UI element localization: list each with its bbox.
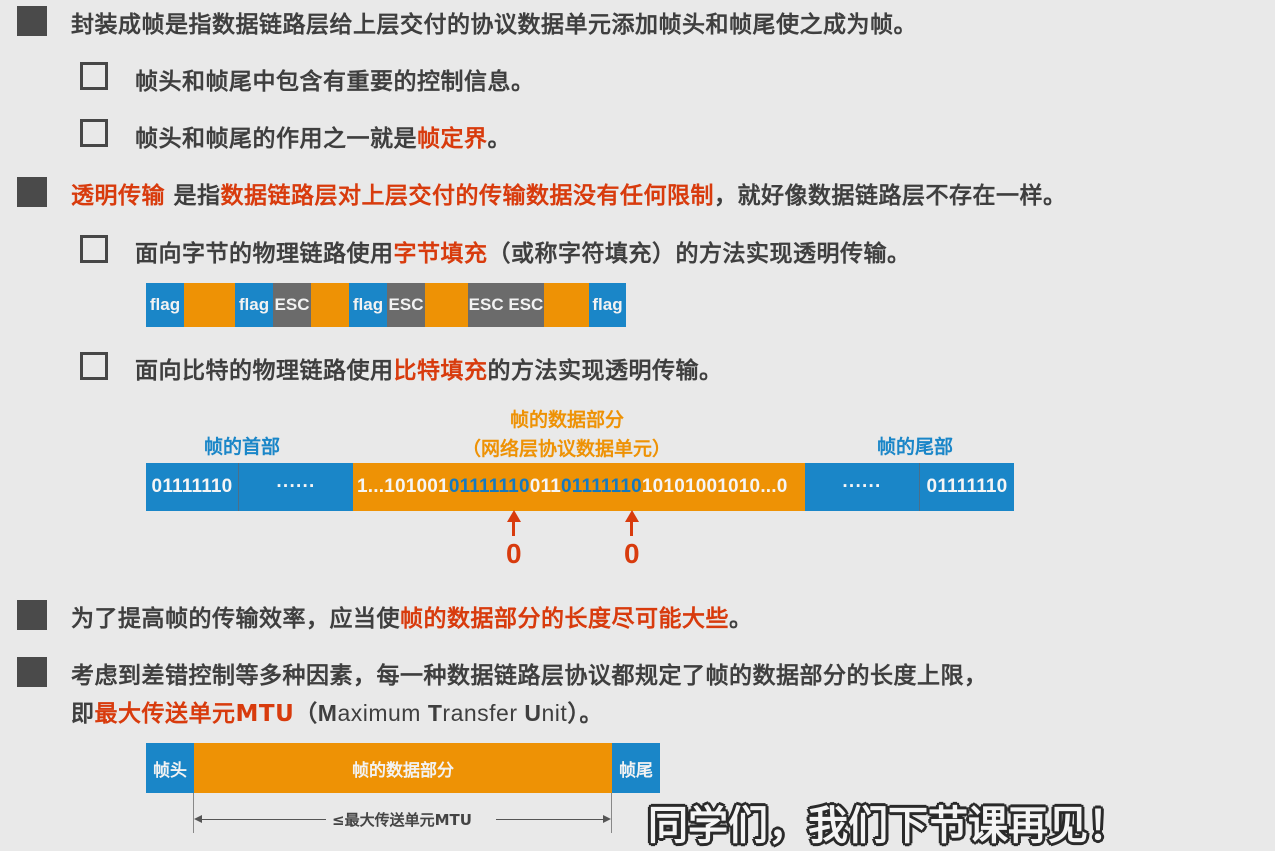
checkbox-bullet-icon [80,62,108,90]
text-segment: 为了提高帧的传输效率，应当使 [71,606,400,632]
text-segment: ，就好像数据链路层不存在一样。 [714,183,1067,209]
checkbox-bullet-icon [80,119,108,147]
byte-cell-data [544,283,589,327]
header-dots-cell: ······ [239,463,353,511]
frame-data-label: 帧的数据部分 [510,409,625,431]
dimension-line-left [196,819,326,820]
bullet-mtu-limit: 考虑到差错控制等多种因素，每一种数据链路层协议都规定了帧的数据部分的长度上限， [71,656,988,690]
text-segment: 的方法实现透明传输。 [487,358,723,384]
byte-cell-flag: flag [349,283,387,327]
text-segment: （或称字符填充）的方法实现透明传输。 [487,241,911,267]
bullet-mtu-definition: 即最大传送单元MTU（Maximum Transfer Unit）。 [71,700,603,727]
end-flag-cell: 01111110 [920,463,1014,511]
byte-cell-data [311,283,349,327]
text-segment: 字节填充 [393,241,488,267]
square-bullet-icon [17,600,47,630]
video-subtitle: 同学们，我们下节课再见！ [648,803,1128,849]
bullet-byte-stuffing: 面向字节的物理链路使用字节填充（或称字符填充）的方法实现透明传输。 [135,234,911,268]
bullet-efficiency: 为了提高帧的传输效率，应当使帧的数据部分的长度尽可能大些。 [71,599,753,633]
data-bits-segment: 1...101001 [357,476,449,497]
text-segment: 比特填充 [393,358,488,384]
bullet-framing-definition: 封装成帧是指数据链路层给上层交付的协议数据单元添加帧头和帧尾使之成为帧。 [71,5,917,39]
bullet-frame-delimiting: 帧头和帧尾的作用之一就是帧定界。 [135,119,511,153]
byte-cell-flag: flag [146,283,184,327]
byte-cell-esc-esc: ESC ESC [468,283,544,327]
text-segment: 。 [729,606,753,632]
frame-trailer-label: 帧的尾部 [877,436,954,458]
checkbox-bullet-icon [80,352,108,380]
inserted-bit-2: 0 [624,538,640,569]
text-segment: 透明传输 [71,183,165,209]
byte-cell-flag: flag [589,283,626,327]
arrow-shaft [630,520,633,536]
text-segment: 封装成帧是指数据链路层给上层交付的协议数据单元添加帧头和帧尾使之成为帧。 [71,12,917,38]
dimension-line-right [496,819,609,820]
text-segment: 是指 [165,183,221,209]
arrow-up-icon [625,510,639,522]
mtu-dimension-label: ≤最大传送单元MTU [332,811,472,829]
text-segment: 数据链路层对上层交付的传输数据没有任何限制 [220,183,715,209]
text-segment: 面向字节的物理链路使用 [135,241,394,267]
frame-tail-cell: 帧尾 [612,743,660,793]
bullet-bit-stuffing: 面向比特的物理链路使用比特填充的方法实现透明传输。 [135,351,723,385]
start-flag-cell: 01111110 [146,463,239,511]
text-segment: 考虑到差错控制等多种因素，每一种数据链路层协议都规定了帧的数据部分的长度上限， [71,663,988,689]
arrow-left-icon [194,815,202,823]
checkbox-bullet-icon [80,235,108,263]
text-segment: 面向比特的物理链路使用 [135,358,394,384]
frame-header-label: 帧的首部 [204,436,281,458]
frame-data-cell: 帧的数据部分 [194,743,612,793]
square-bullet-icon [17,6,47,36]
square-bullet-icon [17,177,47,207]
text-segment: 帧头和帧尾中包含有重要的控制信息。 [135,69,535,95]
mtu-diagram: 帧头 帧的数据部分 帧尾 [146,743,660,793]
flag-pattern-bits: 01111110 [448,476,530,497]
bullet-transparent-transmission: 透明传输 是指数据链路层对上层交付的传输数据没有任何限制，就好像数据链路层不存在… [71,176,1067,210]
text-segment: 。 [487,126,511,152]
byte-cell-data [184,283,235,327]
dimension-tick-left [193,793,194,833]
byte-cell-esc: ESC [387,283,425,327]
trailer-dots-cell: ······ [805,463,920,511]
flag-pattern-bits: 01111110 [560,476,642,497]
text-segment: 帧的数据部分的长度尽可能大些 [400,606,729,632]
inserted-bit-1: 0 [506,538,522,569]
data-bits-segment: 011 [529,476,561,497]
text-segment: 帧定界 [417,126,488,152]
frame-head-cell: 帧头 [146,743,194,793]
byte-cell-flag: flag [235,283,273,327]
arrow-right-icon [603,815,611,823]
byte-cell-data [425,283,468,327]
square-bullet-icon [17,657,47,687]
frame-data-sublabel: （网络层协议数据单元） [462,438,672,460]
byte-cell-esc: ESC [273,283,311,327]
bullet-control-info: 帧头和帧尾中包含有重要的控制信息。 [135,62,535,96]
text-segment: 帧头和帧尾的作用之一就是 [135,126,417,152]
arrow-up-icon [507,510,521,522]
data-bits-segment: 10101001010...0 [641,476,788,497]
dimension-tick-right [611,793,612,833]
arrow-shaft [512,520,515,536]
